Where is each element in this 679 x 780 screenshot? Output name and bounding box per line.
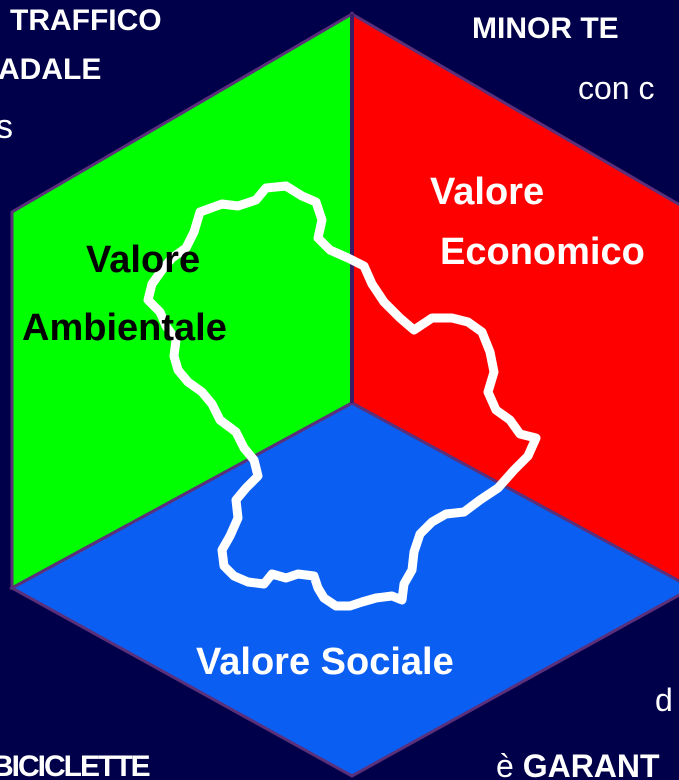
bottom-right-text-line2: è GARANT <box>496 750 660 780</box>
economico-label-line2: Economico <box>440 231 645 273</box>
top-left-text-line2: ADALE <box>0 53 102 86</box>
region-outline <box>143 181 541 611</box>
face-sociale <box>8 401 679 778</box>
top-right-text-line1: MINOR TE <box>472 12 619 45</box>
top-right-text-line2: con c <box>578 70 655 106</box>
top-left-text-line1: TRAFFICO <box>10 4 162 37</box>
ambientale-label-line2: Ambientale <box>22 307 227 349</box>
bottom-right-bold: GARANT <box>522 748 660 780</box>
bottom-right-prefix: è <box>496 748 523 780</box>
economico-label-line1: Valore <box>430 171 545 213</box>
top-left-text-line3: s <box>0 108 13 146</box>
sociale-label: Valore Sociale <box>196 641 454 683</box>
bottom-right-text-line1: d <box>655 682 673 718</box>
ambientale-label-line1: Valore <box>86 239 201 281</box>
bottom-left-text: BICICLETTE <box>0 750 151 780</box>
